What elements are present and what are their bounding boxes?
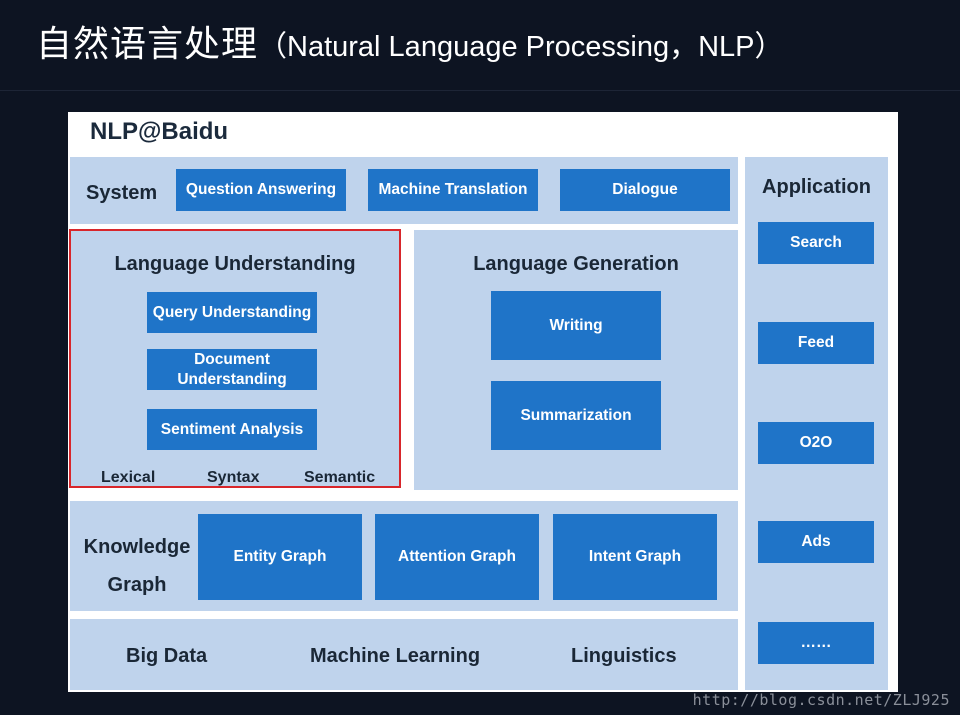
kg-box-intent-graph: Intent Graph — [553, 514, 717, 600]
lu-footer-semantic: Semantic — [304, 469, 376, 486]
application-panel: Application Search Feed O2O Ads …… — [745, 157, 888, 690]
lu-box-sentiment-analysis: Sentiment Analysis — [147, 409, 317, 450]
system-box-machine-translation: Machine Translation — [368, 169, 538, 211]
lu-box-query-understanding: Query Understanding — [147, 292, 317, 333]
lu-footer-lexical: Lexical — [101, 469, 156, 486]
app-box-feed: Feed — [758, 322, 874, 364]
lg-box-summarization: Summarization — [491, 381, 661, 450]
system-panel: System Question Answering Machine Transl… — [70, 157, 738, 224]
application-label: Application — [762, 176, 871, 198]
foundation-machine-learning: Machine Learning — [310, 645, 481, 667]
title-divider — [0, 90, 960, 91]
app-box-ads: Ads — [758, 521, 874, 563]
system-box-dialogue: Dialogue — [560, 169, 730, 211]
slide-title-english: （Natural Language Processing，NLP） — [258, 31, 784, 63]
slide-title-chinese: 自然语言处理 — [36, 24, 259, 65]
knowledge-graph-label: Knowledge Graph — [83, 536, 191, 596]
kg-box-attention-graph: Attention Graph — [375, 514, 539, 600]
slide-title: 自然语言处理（Natural Language Processing，NLP） — [36, 18, 940, 74]
foundation-linguistics: Linguistics — [571, 645, 677, 667]
foundation-big-data: Big Data — [126, 645, 208, 667]
lu-footer-syntax: Syntax — [207, 469, 260, 486]
knowledge-graph-panel: Knowledge Graph Entity Graph Attention G… — [70, 501, 738, 611]
language-understanding-panel: Language Understanding Query Understandi… — [70, 230, 400, 488]
system-box-question-answering: Question Answering — [176, 169, 346, 211]
language-generation-label: Language Generation — [473, 253, 679, 275]
language-understanding-highlight — [69, 229, 401, 488]
language-understanding-label: Language Understanding — [114, 253, 356, 275]
architecture-diagram: NLP@Baidu System Question Answering Mach… — [68, 112, 898, 692]
app-box-search: Search — [758, 222, 874, 264]
system-label: System — [86, 182, 158, 204]
diagram-title: NLP@Baidu — [90, 118, 229, 145]
app-box-o2o: O2O — [758, 422, 874, 464]
lg-box-writing: Writing — [491, 291, 661, 360]
watermark: http://blog.csdn.net/ZLJ925 — [692, 691, 950, 709]
language-generation-panel: Language Generation Writing Summarizatio… — [414, 230, 738, 490]
app-box-more: …… — [758, 622, 874, 664]
lu-box-document-understanding: Document Understanding — [147, 349, 317, 390]
foundation-panel: Big Data Machine Learning Linguistics — [70, 619, 738, 690]
kg-box-entity-graph: Entity Graph — [198, 514, 362, 600]
